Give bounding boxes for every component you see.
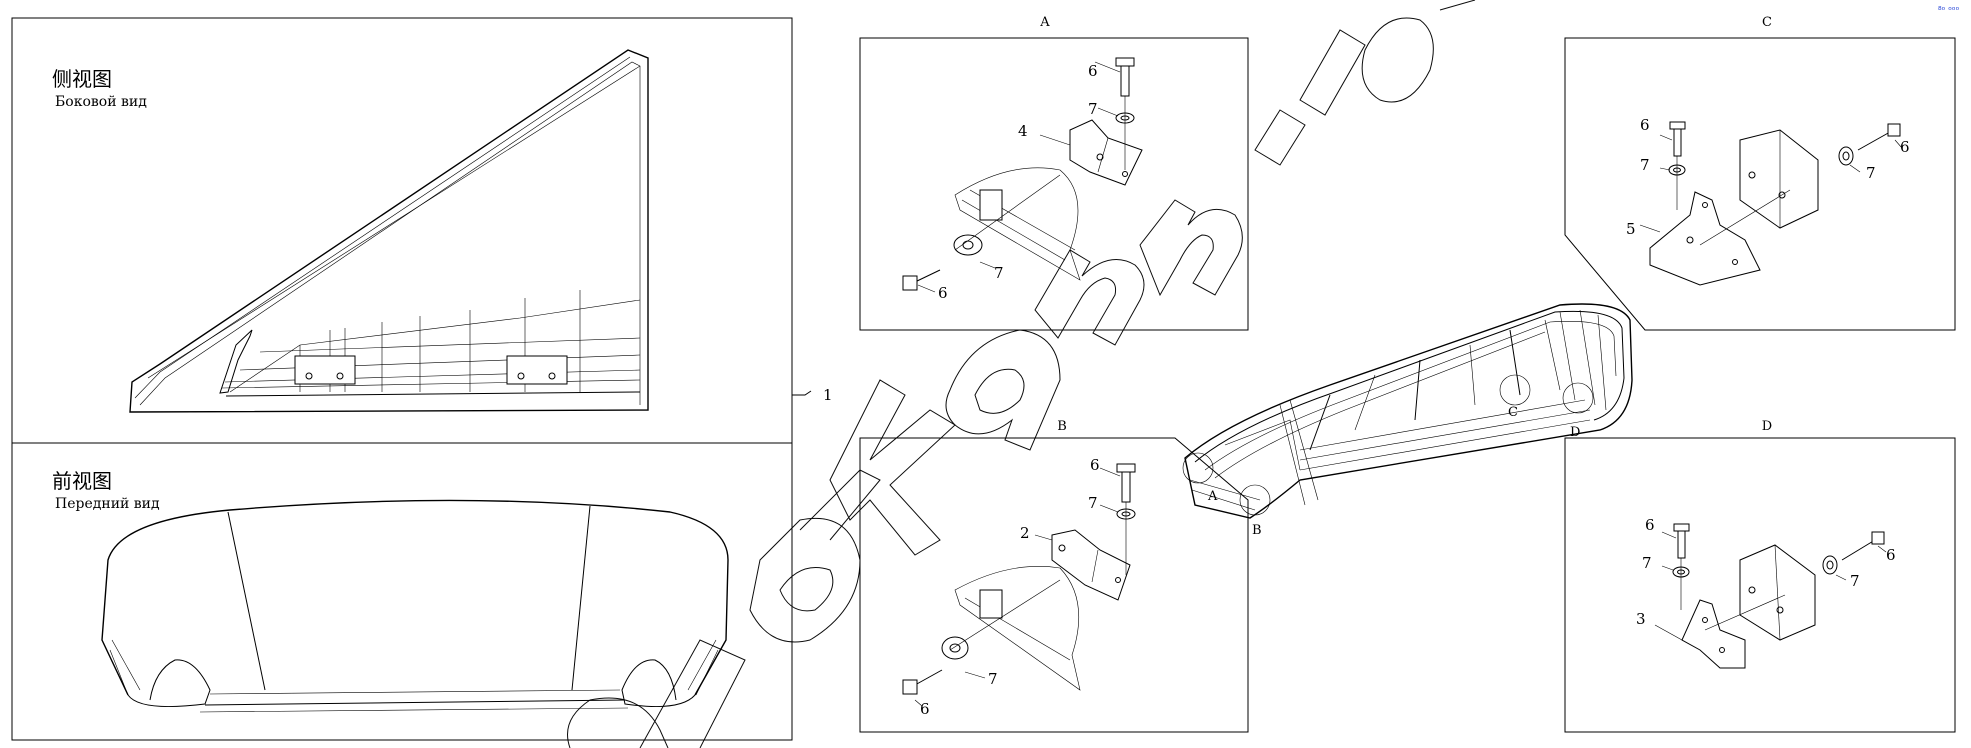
detail-b-label-washer-side: 7 <box>988 670 998 688</box>
views-panel: 1 侧视图 Боковой вид <box>11 17 833 741</box>
detail-d-label-washer-top: 7 <box>1642 554 1652 572</box>
overview-marker-c: C <box>1508 405 1518 420</box>
callout-label-1: 1 <box>823 386 833 404</box>
corner-mark: ⁸ᵒ ᵒᵒᵒ <box>1938 6 1960 16</box>
detail-b-label-bracket: 2 <box>1020 524 1030 542</box>
detail-d-label-bolt-side: 6 <box>1886 546 1896 564</box>
overview-marker-a: A <box>1207 489 1218 504</box>
front-view-drawing <box>101 499 729 713</box>
watermark <box>567 0 1476 748</box>
side-view-drawing <box>129 49 649 413</box>
detail-c-label-bolt-side: 6 <box>1900 138 1910 156</box>
detail-a-label-bracket: 4 <box>1018 122 1028 140</box>
detail-b-label-bolt-top: 6 <box>1090 456 1100 474</box>
overview-drawing <box>1182 303 1633 519</box>
detail-d-drawing <box>1654 523 1887 669</box>
detail-a-label-bolt-top: 6 <box>1088 62 1098 80</box>
detail-a-drawing <box>902 57 1143 293</box>
side-view-title-cn: 侧视图 <box>52 67 112 91</box>
detail-b: B 6 7 2 7 6 <box>859 419 1249 733</box>
detail-a-title: A <box>1039 15 1050 30</box>
detail-b-drawing <box>902 463 1136 707</box>
side-view-title-ru: Боковой вид <box>55 94 147 110</box>
detail-c: C 6 7 5 7 6 <box>1564 15 1956 331</box>
detail-a: A 6 7 4 7 6 <box>859 15 1249 331</box>
overview-marker-b: B <box>1252 523 1262 538</box>
overview-marker-d: D <box>1570 425 1580 440</box>
front-view-title-cn: 前视图 <box>52 469 112 493</box>
detail-c-label-washer-side: 7 <box>1866 164 1876 182</box>
detail-a-label-washer-top: 7 <box>1088 100 1098 118</box>
detail-d-label-washer-side: 7 <box>1850 572 1860 590</box>
detail-c-label-bracket: 5 <box>1626 220 1636 238</box>
detail-c-label-bolt-top: 6 <box>1640 116 1650 134</box>
detail-d-label-bracket: 3 <box>1636 610 1646 628</box>
detail-d-label-bolt-top: 6 <box>1645 516 1655 534</box>
front-view-title-ru: Передний вид <box>55 496 160 512</box>
detail-c-drawing <box>1639 121 1903 286</box>
detail-c-title: C <box>1762 15 1772 30</box>
detail-b-title: B <box>1057 419 1067 434</box>
detail-c-label-washer-top: 7 <box>1640 156 1650 174</box>
detail-a-label-bolt-side: 6 <box>938 284 948 302</box>
detail-d: D 6 7 3 7 6 <box>1564 419 1956 733</box>
detail-b-label-washer-top: 7 <box>1088 494 1098 512</box>
detail-a-label-washer-side: 7 <box>994 264 1004 282</box>
leader-line-1 <box>792 390 812 396</box>
detail-d-title: D <box>1762 419 1772 434</box>
detail-b-label-bolt-side: 6 <box>920 700 930 718</box>
